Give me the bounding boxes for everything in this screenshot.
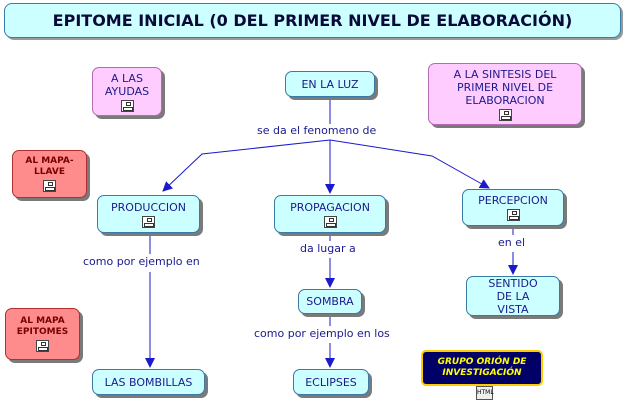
- concept-map-icon[interactable]: [506, 209, 520, 221]
- node-label: A LA SINTESIS DEL PRIMER NIVEL DE ELABOR…: [453, 67, 557, 107]
- html-file-icon[interactable]: HTML: [476, 386, 494, 400]
- page-title: EPITOME INICIAL (0 DEL PRIMER NIVEL DE E…: [4, 3, 621, 38]
- node-en-la-luz[interactable]: EN LA LUZ: [285, 71, 375, 97]
- node-propagacion[interactable]: PROPAGACION: [274, 195, 386, 233]
- arrow-to-produccion: [162, 139, 331, 192]
- html-icon-label: HTML: [477, 389, 494, 396]
- concept-map-icon[interactable]: [323, 215, 337, 228]
- node-eclipses[interactable]: ECLIPSES: [293, 369, 369, 395]
- linker-en-el: en el: [496, 236, 528, 249]
- node-label: PRODUCCION: [111, 200, 186, 214]
- linker-como-por-ejemplo-en: como por ejemplo en: [81, 255, 202, 268]
- grupo-orion-badge[interactable]: GRUPO ORIÓN DE INVESTIGACIÓN: [421, 350, 543, 386]
- linker-se-da: se da el fenomeno de: [255, 124, 379, 137]
- link-al-mapa-llave[interactable]: AL MAPA- LLAVE: [12, 150, 87, 198]
- node-label: LAS BOMBILLAS: [104, 375, 193, 389]
- link-al-mapa-epitomes[interactable]: AL MAPA EPITOMES: [5, 308, 80, 360]
- link-a-las-ayudas[interactable]: A LAS AYUDAS: [92, 67, 162, 116]
- node-produccion[interactable]: PRODUCCION: [97, 195, 200, 233]
- badge-label: GRUPO ORIÓN DE INVESTIGACIÓN: [437, 357, 527, 378]
- concept-map-icon[interactable]: [43, 180, 56, 192]
- linker-da-lugar-a: da lugar a: [298, 242, 358, 255]
- node-sentido-de-la-vista[interactable]: SENTIDO DE LA VISTA: [466, 276, 560, 316]
- node-label: AL MAPA EPITOMES: [16, 316, 69, 337]
- node-label: SENTIDO DE LA VISTA: [488, 276, 538, 316]
- node-label: PERCEPCION: [478, 194, 548, 207]
- concept-map-icon[interactable]: [498, 108, 512, 121]
- concept-map-icon[interactable]: [120, 99, 134, 112]
- concept-map-icon[interactable]: [142, 215, 155, 228]
- concept-map-icon[interactable]: [36, 340, 49, 352]
- node-label: SOMBRA: [306, 295, 354, 308]
- node-percepcion[interactable]: PERCEPCION: [462, 189, 564, 226]
- node-label: AL MAPA- LLAVE: [25, 156, 74, 177]
- arrow-to-percepcion: [329, 139, 490, 189]
- node-label: EN LA LUZ: [301, 77, 359, 91]
- node-label: PROPAGACION: [290, 200, 370, 214]
- node-las-bombillas[interactable]: LAS BOMBILLAS: [92, 369, 205, 395]
- node-label: A LAS AYUDAS: [104, 71, 150, 98]
- node-label: ECLIPSES: [305, 375, 357, 389]
- linker-como-por-ejemplo-en-los: como por ejemplo en los: [252, 327, 392, 340]
- node-sombra[interactable]: SOMBRA: [298, 289, 362, 314]
- link-a-la-sintesis[interactable]: A LA SINTESIS DEL PRIMER NIVEL DE ELABOR…: [428, 63, 582, 125]
